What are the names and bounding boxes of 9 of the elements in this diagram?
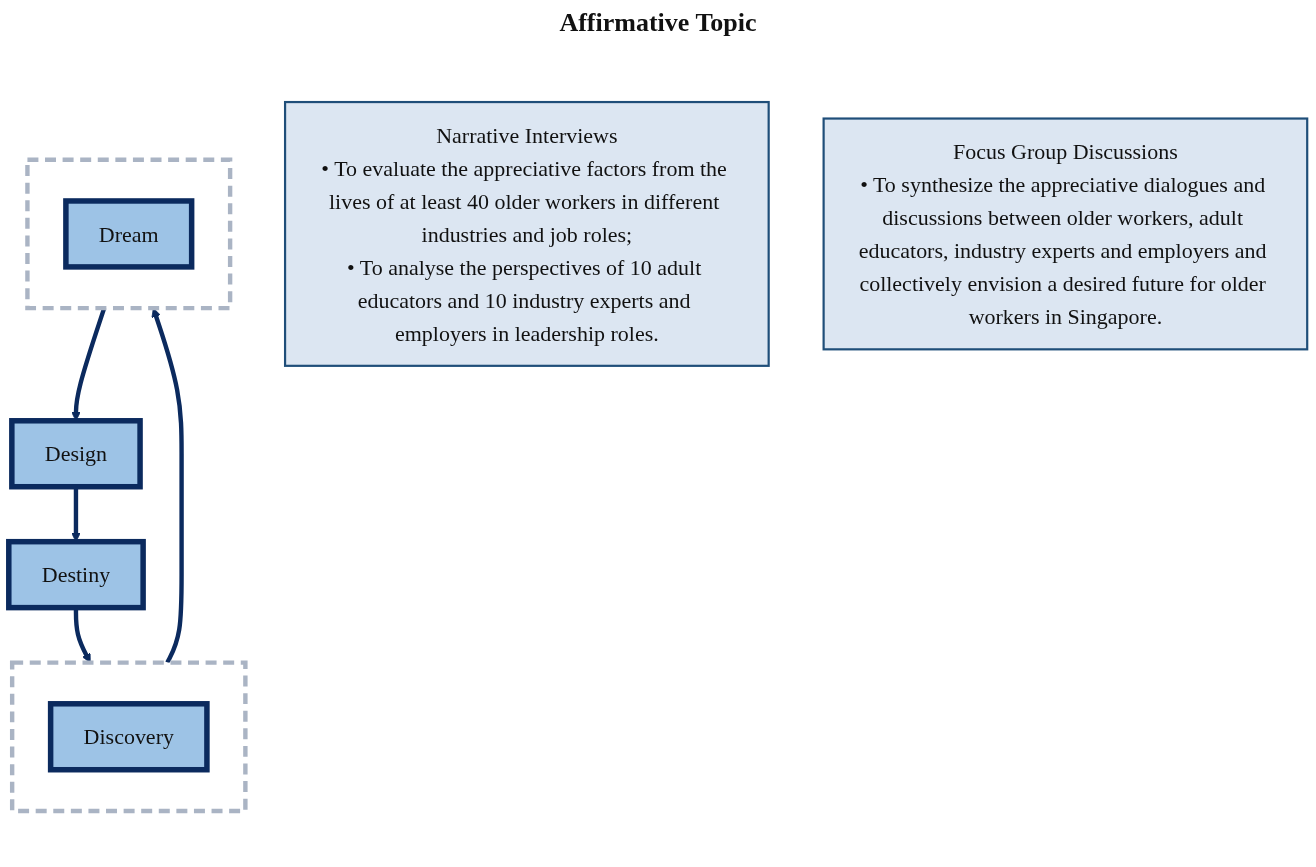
center-label: Affirmative Topic [559, 8, 757, 38]
node-box: Focus Group Discussions • To synthesize the appreciative dialogues and discussions between older workers, adult educators, industry experts and employers and collectively envision a desired future for older workers in Singapore. [822, 117, 1309, 351]
node-box: Design [9, 418, 143, 490]
node-box: Narrative Interviews • To evaluate the appreciative factors from the lives of at least 40 older workers in different industries and job roles; • To analyse the perspectives of 10 adult educators and 10 industry experts and employers in leadership roles. [283, 100, 770, 367]
node-box: Destiny [6, 538, 146, 611]
node-box: Discovery [47, 701, 210, 773]
cluster [9, 660, 248, 814]
cluster [25, 157, 233, 311]
node-box: Dream [63, 198, 195, 270]
